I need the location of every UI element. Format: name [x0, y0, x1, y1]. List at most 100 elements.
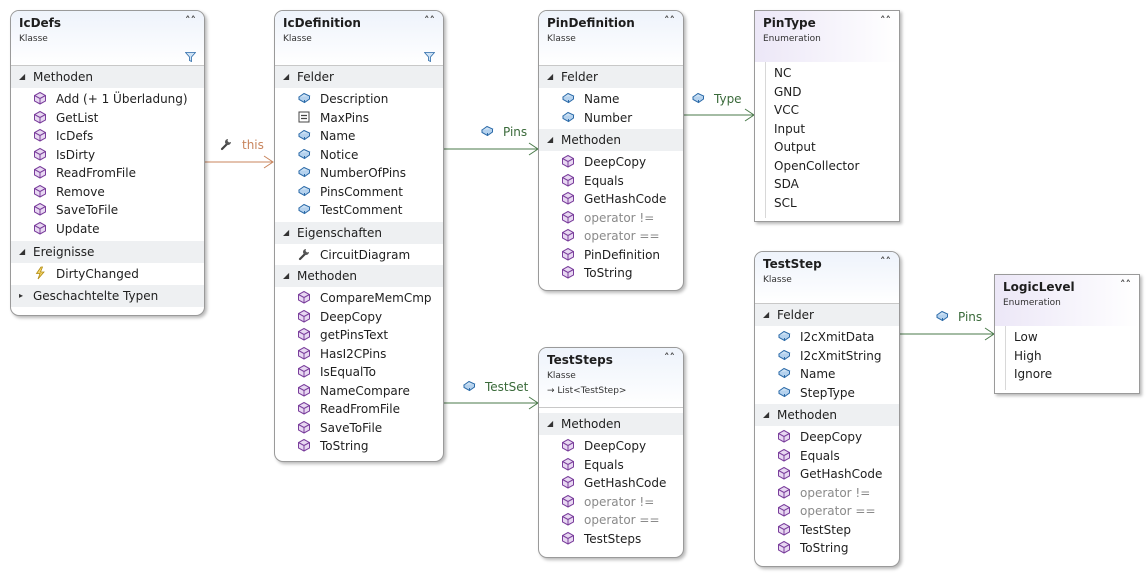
- enum-value[interactable]: Output: [774, 140, 816, 154]
- expand-triangle-icon[interactable]: ◢: [763, 410, 770, 419]
- field-item[interactable]: Description: [275, 90, 443, 109]
- method-item[interactable]: DeepCopy: [539, 437, 683, 456]
- method-item[interactable]: DeepCopy: [755, 428, 899, 447]
- method-item[interactable]: TestSteps: [539, 530, 683, 549]
- method-item[interactable]: CompareMemCmp: [275, 289, 443, 308]
- field-item[interactable]: Notice: [275, 146, 443, 165]
- section-methods[interactable]: ◢Methoden: [539, 413, 683, 435]
- method-item[interactable]: operator !=: [539, 209, 683, 228]
- method-item[interactable]: Remove: [11, 183, 204, 202]
- method-item[interactable]: DeepCopy: [539, 153, 683, 172]
- method-item[interactable]: ToString: [275, 437, 443, 456]
- field-item[interactable]: I2cXmitData: [755, 328, 899, 347]
- section-nested-types[interactable]: ▸Geschachtelte Typen: [11, 284, 204, 307]
- section-methods[interactable]: ◢Methoden: [755, 404, 899, 426]
- class-header[interactable]: PinDefinition Klasse ˄˄: [539, 11, 683, 66]
- method-item[interactable]: SaveToFile: [11, 201, 204, 220]
- expand-triangle-icon[interactable]: ◢: [547, 419, 554, 428]
- section-methods[interactable]: ◢Methoden: [539, 129, 683, 151]
- enum-value[interactable]: NC: [774, 66, 792, 80]
- method-item[interactable]: ReadFromFile: [11, 164, 204, 183]
- expand-triangle-icon[interactable]: ◢: [19, 72, 26, 81]
- field-item[interactable]: TestComment: [275, 201, 443, 220]
- method-item[interactable]: operator !=: [539, 493, 683, 512]
- class-header[interactable]: TestSteps Klasse → List<TestStep> ˄˄: [539, 348, 683, 408]
- method-item[interactable]: ToString: [755, 539, 899, 558]
- method-item[interactable]: SaveToFile: [275, 419, 443, 438]
- class-box-icdefs[interactable]: IcDefs Klasse ˄˄ ◢Methoden Add (+ 1 Über…: [10, 10, 205, 316]
- enum-header[interactable]: LogicLevel Enumeration ˄˄: [995, 275, 1139, 326]
- field-item[interactable]: Number: [539, 109, 683, 128]
- method-item[interactable]: IsDirty: [11, 146, 204, 165]
- class-header[interactable]: IcDefs Klasse ˄˄: [11, 11, 204, 66]
- method-item[interactable]: operator ==: [755, 502, 899, 521]
- section-methods[interactable]: ◢Methoden: [275, 265, 443, 287]
- field-item[interactable]: Name: [539, 90, 683, 109]
- method-item[interactable]: GetHashCode: [539, 190, 683, 209]
- section-fields[interactable]: ◢Felder: [755, 304, 899, 326]
- method-item[interactable]: NameCompare: [275, 382, 443, 401]
- expand-triangle-icon[interactable]: ◢: [763, 310, 770, 319]
- collapse-icon[interactable]: ˄˄: [664, 351, 675, 364]
- enum-value[interactable]: OpenCollector: [774, 158, 860, 173]
- enum-value[interactable]: VCC: [774, 103, 799, 117]
- field-item[interactable]: StepType: [755, 384, 899, 403]
- method-item[interactable]: operator !=: [755, 484, 899, 503]
- field-item[interactable]: MaxPins: [275, 109, 443, 128]
- expand-triangle-icon[interactable]: ◢: [19, 247, 26, 256]
- method-item[interactable]: IcDefs: [11, 127, 204, 146]
- event-item[interactable]: DirtyChanged: [11, 265, 204, 284]
- enum-value[interactable]: SCL: [774, 195, 797, 210]
- enum-value[interactable]: Low: [1014, 330, 1038, 344]
- field-item[interactable]: NumberOfPins: [275, 164, 443, 183]
- section-properties[interactable]: ◢Eigenschaften: [275, 221, 443, 244]
- method-item[interactable]: PinDefinition: [539, 246, 683, 265]
- method-item[interactable]: Add (+ 1 Überladung): [11, 90, 204, 109]
- method-item[interactable]: Update: [11, 220, 204, 239]
- enum-value[interactable]: SDA: [774, 177, 799, 191]
- filter-icon[interactable]: [424, 52, 435, 62]
- field-item[interactable]: Name: [755, 365, 899, 384]
- method-item[interactable]: ToString: [539, 264, 683, 283]
- property-item[interactable]: CircuitDiagram: [275, 246, 443, 265]
- enum-value[interactable]: Input: [774, 121, 806, 136]
- method-item[interactable]: Equals: [755, 447, 899, 466]
- collapse-icon[interactable]: ˄˄: [880, 14, 891, 27]
- method-item[interactable]: GetHashCode: [755, 465, 899, 484]
- enum-value[interactable]: GND: [774, 84, 802, 99]
- class-header[interactable]: IcDefinition Klasse ˄˄: [275, 11, 443, 66]
- method-item[interactable]: HasI2CPins: [275, 345, 443, 364]
- collapsed-triangle-icon[interactable]: ▸: [19, 290, 24, 300]
- method-item[interactable]: DeepCopy: [275, 308, 443, 327]
- field-item[interactable]: PinsComment: [275, 183, 443, 202]
- collapse-icon[interactable]: ˄˄: [185, 14, 196, 27]
- method-item[interactable]: Equals: [539, 456, 683, 475]
- section-fields[interactable]: ◢Felder: [275, 66, 443, 88]
- method-item[interactable]: GetList: [11, 109, 204, 128]
- method-item[interactable]: IsEqualTo: [275, 363, 443, 382]
- method-item[interactable]: Equals: [539, 172, 683, 191]
- enum-header[interactable]: PinType Enumeration ˄˄: [755, 11, 899, 62]
- field-item[interactable]: Name: [275, 127, 443, 146]
- expand-triangle-icon[interactable]: ◢: [283, 72, 290, 81]
- collapse-icon[interactable]: ˄˄: [880, 255, 891, 268]
- method-item[interactable]: TestStep: [755, 521, 899, 540]
- expand-triangle-icon[interactable]: ◢: [547, 135, 554, 144]
- class-box-icdefinition[interactable]: IcDefinition Klasse ˄˄ ◢Felder Descripti…: [274, 10, 444, 462]
- class-box-teststeps[interactable]: TestSteps Klasse → List<TestStep> ˄˄ ◢Me…: [538, 347, 684, 558]
- section-events[interactable]: ◢Ereignisse: [11, 241, 204, 263]
- filter-icon[interactable]: [185, 52, 196, 62]
- method-item[interactable]: ReadFromFile: [275, 400, 443, 419]
- collapse-icon[interactable]: ˄˄: [1120, 278, 1131, 291]
- method-item[interactable]: getPinsText: [275, 326, 443, 345]
- collapse-icon[interactable]: ˄˄: [424, 14, 435, 27]
- method-item[interactable]: operator ==: [539, 227, 683, 246]
- expand-triangle-icon[interactable]: ◢: [547, 72, 554, 81]
- class-header[interactable]: TestStep Klasse ˄˄: [755, 252, 899, 304]
- section-fields[interactable]: ◢Felder: [539, 66, 683, 88]
- method-item[interactable]: operator ==: [539, 511, 683, 530]
